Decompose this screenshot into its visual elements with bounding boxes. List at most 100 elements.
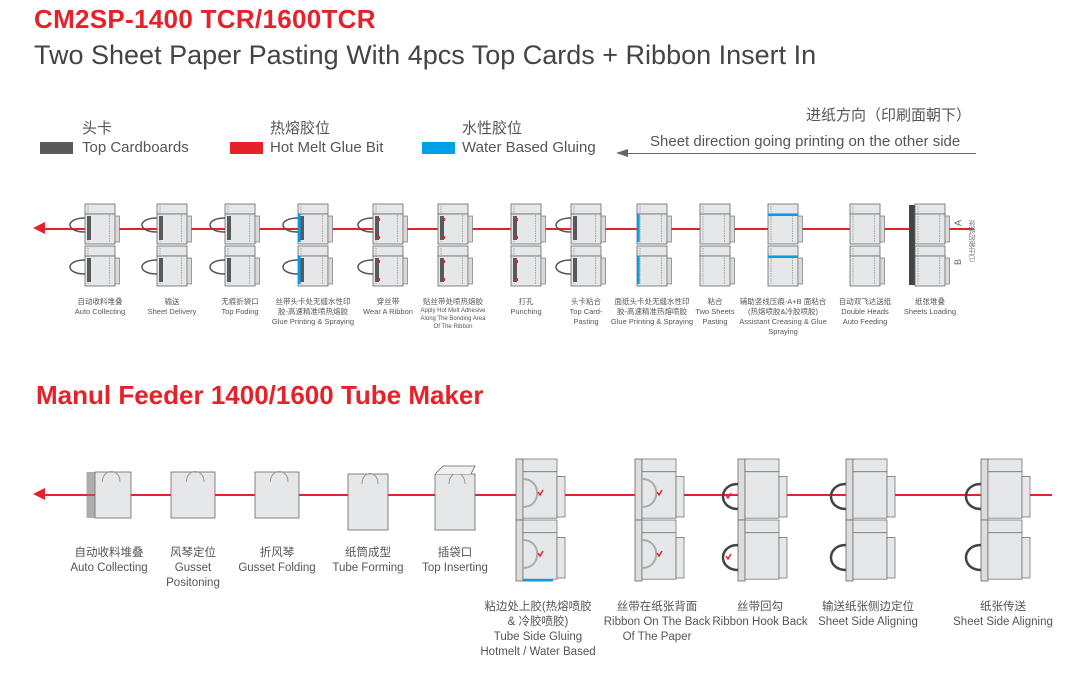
legend-top-cards: Top Cardboards [82, 139, 189, 156]
subtitle: Two Sheet Paper Pasting With 4pcs Top Ca… [34, 40, 817, 70]
station-label-en: Gusset Positoning [166, 562, 220, 589]
station-label-zh: 丝带回勾 [737, 601, 783, 613]
sheet-icon [699, 203, 735, 287]
station-label-en: Gusset Folding [238, 562, 316, 574]
sheet-icon [437, 203, 473, 287]
station-label-en: Assistant Creasing & Glue Spraying [739, 317, 827, 336]
station-label-zh: 辅助竖线压痕-A+B 面粘合 (热熔喷胶&冷胶喷胶) [739, 297, 827, 316]
legend-hot-melt: Hot Melt Glue Bit [270, 139, 384, 156]
sheet-icon [849, 203, 885, 287]
bag-icon [829, 458, 896, 582]
sheet-icon [767, 203, 803, 287]
direction-zh: 进纸方向（印刷面朝下） [806, 107, 972, 124]
station-label: 自动收料堆叠 Auto Collecting [70, 546, 147, 576]
station-label-en: Apply Hot Melt Adhesive Along The Bondin… [420, 308, 486, 330]
station-label-zh: 自动收料堆叠 [74, 547, 144, 559]
station-label-zh: 头卡粘合 [571, 297, 601, 306]
bag-icon [170, 471, 216, 519]
station-label-zh: 粘合 [707, 297, 723, 306]
station-label-en: Top Foding [221, 307, 259, 316]
station-label-zh: 无痕折袋口 [221, 297, 259, 306]
bag-icon [434, 465, 476, 531]
station-label-en: Top Inserting [422, 562, 488, 574]
station-label-en: Two Sheets Pasting [695, 307, 735, 326]
station-label-zh: 贴丝带处喷热熔胶 [422, 297, 483, 306]
station-label-en: Tube Forming [332, 562, 404, 574]
station-label: 贴丝带处喷热熔胶 Apply Hot Melt Adhesive Along Th… [420, 297, 485, 331]
station-label-en: Punching [510, 307, 542, 316]
direction-en: Sheet direction going printing on the ot… [650, 133, 961, 150]
sheet-icon [69, 203, 120, 287]
bag-icon [347, 473, 389, 531]
station-label-en: Glue Printing & Spraying [610, 317, 694, 326]
station-label-zh: 打孔 [518, 297, 534, 306]
station-label-en: Auto Collecting [70, 562, 148, 574]
sheet-icon [636, 203, 672, 287]
station-label-zh: 输送 [164, 297, 180, 306]
sheet-icon [909, 203, 950, 287]
station-label: 纸筒成型 Tube Forming [332, 546, 403, 576]
legend-water: Water Based Gluing [462, 139, 596, 156]
station-label: 插袋口 Top Inserting [422, 546, 488, 576]
main-title: CM2SP-1400 TCR/1600TCR [34, 4, 376, 34]
sheet-icon [209, 203, 260, 287]
sheet-icon [555, 203, 606, 287]
station-label-zh: 粘边处上胶(热熔喷胶 & 冷胶喷胶) [484, 601, 592, 628]
station-label-zh: 丝带在纸张背面 [616, 601, 698, 613]
bag-icon [254, 471, 300, 519]
bag-icon [964, 458, 1031, 582]
mark-b: B [953, 258, 964, 266]
creased-sheet-label: 已压痕的纸张 [969, 220, 976, 262]
station-label-en: Sheet Side Aligning [818, 616, 918, 628]
station-label-zh: 自动双飞达送纸 [838, 297, 892, 306]
flow-line-1 [44, 228, 974, 230]
station-label: 风琴定位 Gusset Positoning [166, 546, 220, 591]
legend-swatch-red [230, 142, 263, 154]
station-label-en: Sheet Side Aligning [953, 616, 1053, 628]
station-label-zh: 纸筒成型 [345, 547, 391, 559]
flow-arrow-2-icon [33, 488, 45, 500]
sheet-icon [141, 203, 192, 287]
flow-arrow-1-icon [33, 222, 45, 234]
station-label-en: Sheets Loading [903, 307, 957, 316]
station-label-en: Glue Printing & Spraying [271, 317, 355, 326]
sheet-icon [510, 203, 546, 287]
bag-icon [634, 458, 685, 582]
legend-swatch-gray [40, 142, 73, 154]
section-2-title: Manul Feeder 1400/1600 Tube Maker [36, 380, 484, 410]
bag-icon [515, 458, 566, 582]
station-label-en: Tube Side Gluing Hotmelt / Water Based [480, 631, 596, 658]
station-label-en: Sheet Delivery [147, 307, 197, 316]
station-label: 粘边处上胶(热熔喷胶 & 冷胶喷胶) Tube Side Gluing Hotme… [480, 600, 595, 660]
station-label-zh: 面纸头卡处无缝水性印 胶-高速精准热熔喷胶 [614, 297, 690, 316]
legend-water-zh: 水性胶位 [462, 120, 523, 137]
bag-icon [721, 458, 788, 582]
station-label-en: Auto Collecting [74, 307, 126, 316]
legend-hot-melt-zh: 热熔胶位 [270, 120, 331, 137]
station-label-zh: 插袋口 [437, 547, 473, 559]
legend-top-cards-zh: 头卡 [82, 120, 113, 137]
sheet-icon [282, 203, 333, 287]
station-label-zh: 丝带头卡处无缝水性印 胶-高速精准喷热熔胶 [275, 297, 351, 316]
station-label-zh: 纸张堆叠 [914, 297, 945, 306]
station-label-zh: 穿丝带 [376, 297, 400, 306]
direction-arrow-line [628, 153, 976, 154]
station-label-zh: 自动收料堆叠 [77, 297, 123, 306]
station-label-zh: 风琴定位 [170, 547, 216, 559]
direction-arrow-icon [616, 149, 628, 157]
station-label-en: Top Card- Pasting [569, 307, 603, 326]
